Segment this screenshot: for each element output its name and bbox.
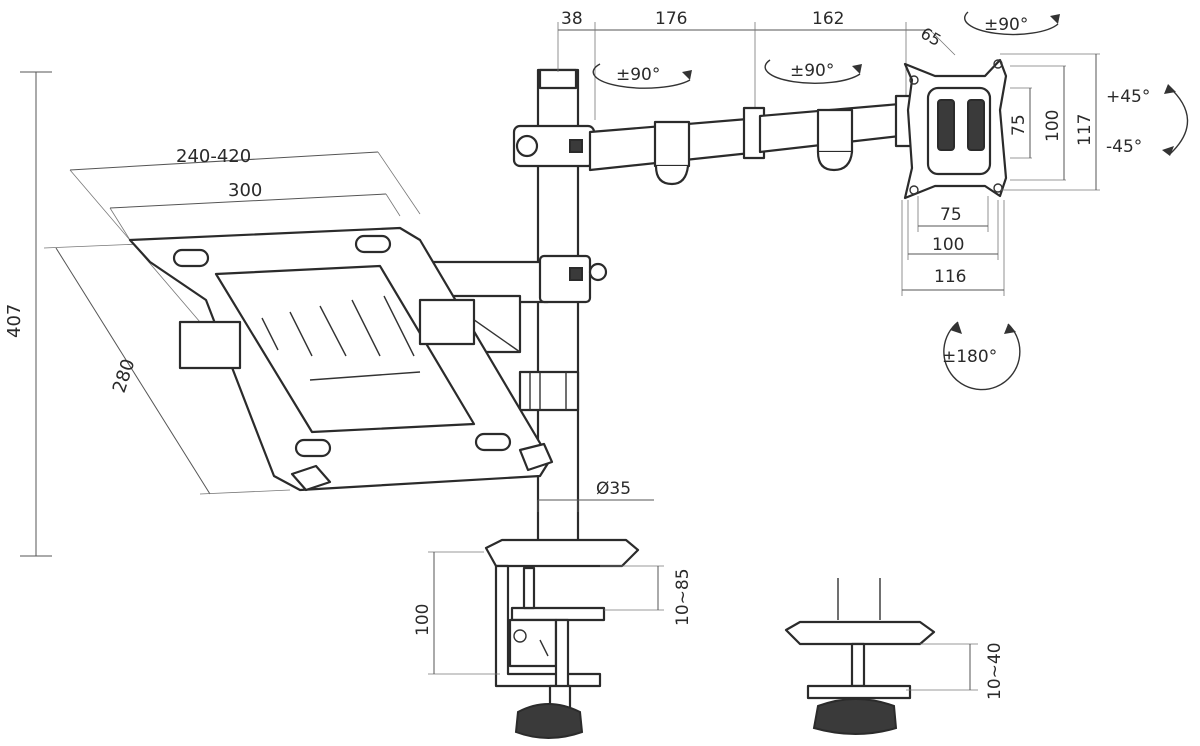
rotation-arm1-label: ±90° (616, 65, 660, 85)
rotation-180: ±180° (942, 321, 1021, 391)
vesa-vertical-dims: 75 100 117 (1000, 53, 1100, 191)
tilt-indicator: +45° -45° (1106, 84, 1189, 157)
pole-diameter-dimension: Ø35 (537, 479, 654, 512)
rotation-arm2-label: ±90° (790, 61, 834, 81)
tray-depth-label: 280 (109, 356, 140, 395)
rotation-arm1: ±90° (592, 63, 692, 89)
width-65-label: 65 (917, 23, 944, 50)
tilt-up-label: +45° (1106, 87, 1150, 107)
clamp-height-label: 100 (413, 604, 433, 636)
laptop-tray: 240-420 300 280 (43, 146, 554, 495)
grommet-range-label: 10~40 (985, 642, 1005, 700)
vesa-horizontal-dims: 75 100 116 (901, 196, 1005, 296)
width-176-label: 176 (655, 9, 687, 29)
width-38-label: 38 (561, 9, 583, 29)
tilt-down-label: -45° (1106, 137, 1142, 157)
pole-diameter-label: Ø35 (596, 479, 631, 499)
grommet-mount: 10~40 (784, 578, 1005, 735)
rotation-arm2: ±90° (764, 59, 862, 84)
vesa-h100-label: 100 (932, 235, 964, 255)
vesa-v100-label: 100 (1043, 110, 1063, 142)
desk-clamp: 100 10~85 (413, 538, 693, 739)
vesa-h75-label: 75 (940, 205, 962, 225)
width-162-label: 162 (812, 9, 844, 29)
vesa-v75-label: 75 (1009, 114, 1029, 136)
vesa-h116-label: 116 (934, 267, 966, 287)
vesa-plate (903, 58, 1008, 200)
rotation-head: ±90° (963, 11, 1060, 36)
rotation-head-label: ±90° (984, 15, 1028, 35)
height-dimension: 407 (4, 71, 52, 557)
monitor-arm (512, 94, 914, 186)
tray-width-label: 300 (228, 180, 262, 201)
height-label: 407 (4, 304, 25, 338)
vesa-v117-label: 117 (1075, 114, 1095, 146)
rotation-180-label: ±180° (942, 347, 997, 367)
tray-range-label: 240-420 (176, 146, 251, 167)
clamp-range-label: 10~85 (673, 568, 693, 626)
